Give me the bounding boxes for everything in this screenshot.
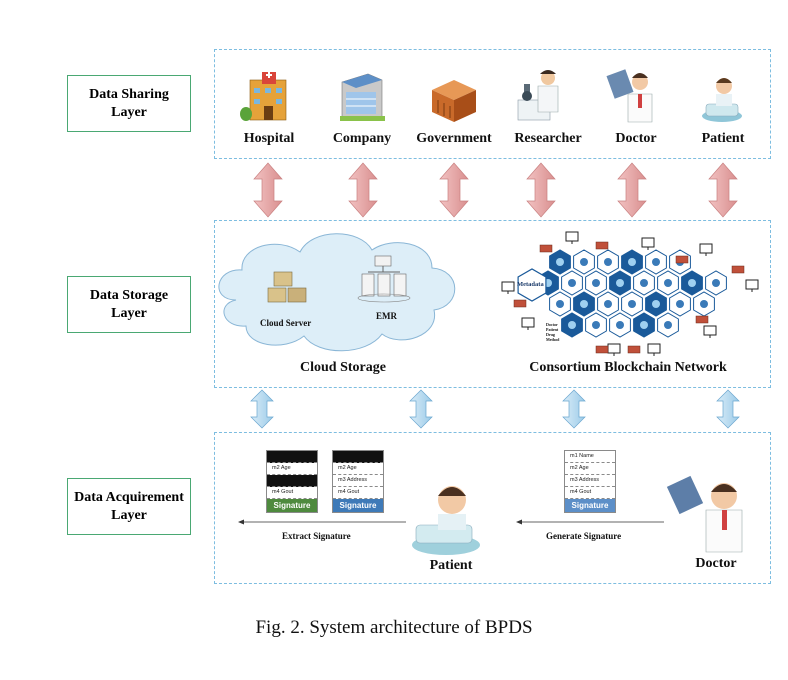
- doc3-row-1: m1 Name: [565, 451, 615, 463]
- blockchain-node-icon: [664, 321, 672, 329]
- blockchain-node-icon: [676, 300, 684, 308]
- blockchain-node-icon: [568, 321, 576, 329]
- doc1-row-3: [267, 475, 317, 487]
- blue-double-arrows: [250, 389, 740, 429]
- firewall-brick-icon: [627, 345, 641, 354]
- blockchain-node-icon: [652, 300, 660, 308]
- doc2-row-2: m2 Age: [333, 463, 383, 475]
- acq-patient-label: Patient: [429, 558, 473, 573]
- layer-label-sharing: Data Sharing Layer: [67, 75, 191, 132]
- blockchain-node-icon: [556, 258, 564, 266]
- firewall-brick-icon: [695, 315, 709, 324]
- doc2-row-1: [333, 451, 383, 463]
- cloud-storage-title: Cloud Storage: [300, 360, 386, 375]
- blockchain-node-icon: [652, 258, 660, 266]
- cloud-shape: [218, 233, 456, 352]
- extract-arrow: [238, 519, 406, 525]
- government-icon: [432, 80, 476, 122]
- doc1-signature: Signature: [267, 499, 317, 512]
- entity-label-patient: Patient: [701, 131, 745, 146]
- computer-node-icon: [699, 243, 713, 254]
- doc3-signature: Signature: [565, 499, 615, 512]
- firewall-brick-icon: [731, 265, 745, 274]
- doc2-row-4: m4 Gout: [333, 487, 383, 499]
- researcher-icon: [517, 70, 559, 121]
- company-icon: [340, 73, 385, 121]
- extract-signature-label: Extract Signature: [282, 531, 351, 541]
- extracted-document-2: m2 Age m3 Address m4 Gout Signature: [332, 450, 384, 513]
- computer-node-icon: [641, 237, 655, 248]
- blockchain-node-icon: [700, 300, 708, 308]
- emr-server-icon: [357, 255, 411, 303]
- entity-label-hospital: Hospital: [243, 131, 295, 146]
- blockchain-node-icon: [604, 300, 612, 308]
- firewall-brick-icon: [595, 345, 609, 354]
- blockchain-node-icon: [580, 300, 588, 308]
- blockchain-title: Consortium Blockchain Network: [529, 360, 727, 375]
- blockchain-node-icon: [712, 279, 720, 287]
- doc3-row-2: m2 Age: [565, 463, 615, 475]
- doc3-row-4: m4 Gout: [565, 487, 615, 499]
- blockchain-network: [501, 231, 759, 356]
- figure-caption: Fig. 2. System architecture of BPDS: [255, 617, 533, 638]
- blockchain-node-icon: [604, 258, 612, 266]
- doc1-row-2: m2 Age: [267, 463, 317, 475]
- blockchain-node-icon: [640, 321, 648, 329]
- hex-text-label: Doctor Patient Drug Method: [546, 322, 560, 342]
- computer-node-icon: [565, 231, 579, 242]
- blockchain-node-icon: [592, 321, 600, 329]
- emr-label: EMR: [376, 311, 397, 321]
- doc1-row-4: m4 Gout: [267, 487, 317, 499]
- entity-label-researcher: Researcher: [514, 131, 582, 146]
- blockchain-node-icon: [628, 258, 636, 266]
- hospital-icon: [240, 72, 287, 121]
- pink-double-arrows: [253, 162, 738, 218]
- layer-label-storage: Data Storage Layer: [67, 276, 191, 333]
- blockchain-node-icon: [580, 258, 588, 266]
- doc2-signature: Signature: [333, 499, 383, 512]
- generate-signature-label: Generate Signature: [546, 531, 622, 541]
- blockchain-node-icon: [688, 279, 696, 287]
- doc1-row-1: [267, 451, 317, 463]
- cloud-server-icon: [267, 271, 307, 303]
- blockchain-node-icon: [640, 279, 648, 287]
- entity-label-government: Government: [416, 131, 492, 146]
- doc2-row-3: m3 Address: [333, 475, 383, 487]
- metadata-label: Metadata: [517, 281, 544, 288]
- blockchain-node-icon: [628, 300, 636, 308]
- firewall-brick-icon: [513, 299, 527, 308]
- firewall-brick-icon: [595, 241, 609, 250]
- computer-node-icon: [501, 281, 515, 292]
- entity-label-company: Company: [332, 131, 392, 146]
- firewall-brick-icon: [539, 244, 553, 253]
- computer-node-icon: [703, 325, 717, 336]
- blockchain-node-icon: [664, 279, 672, 287]
- generate-arrow: [516, 519, 664, 525]
- sharing-layer-panel: [214, 49, 771, 159]
- extracted-document-1: m2 Age m4 Gout Signature: [266, 450, 318, 513]
- computer-node-icon: [521, 317, 535, 328]
- computer-node-icon: [607, 343, 621, 354]
- generated-document: m1 Name m2 Age m3 Address m4 Gout Signat…: [564, 450, 616, 513]
- doc3-row-3: m3 Address: [565, 475, 615, 487]
- computer-node-icon: [647, 343, 661, 354]
- blockchain-node-icon: [556, 300, 564, 308]
- acq-doctor-label: Doctor: [695, 556, 737, 571]
- entity-label-doctor: Doctor: [615, 131, 657, 146]
- blockchain-node-icon: [568, 279, 576, 287]
- acq-doctor-icon: [666, 475, 743, 553]
- blockchain-node-icon: [616, 321, 624, 329]
- metadata-hex: [517, 268, 547, 302]
- doctor-icon: [606, 69, 653, 123]
- cloud-server-label: Cloud Server: [260, 318, 312, 328]
- acq-patient-icon: [412, 486, 480, 555]
- blockchain-node-icon: [592, 279, 600, 287]
- blockchain-node-icon: [616, 279, 624, 287]
- computer-node-icon: [745, 279, 759, 290]
- layer-label-acquirement: Data Acquirement Layer: [67, 478, 191, 535]
- patient-icon: [702, 78, 742, 122]
- firewall-brick-icon: [675, 255, 689, 264]
